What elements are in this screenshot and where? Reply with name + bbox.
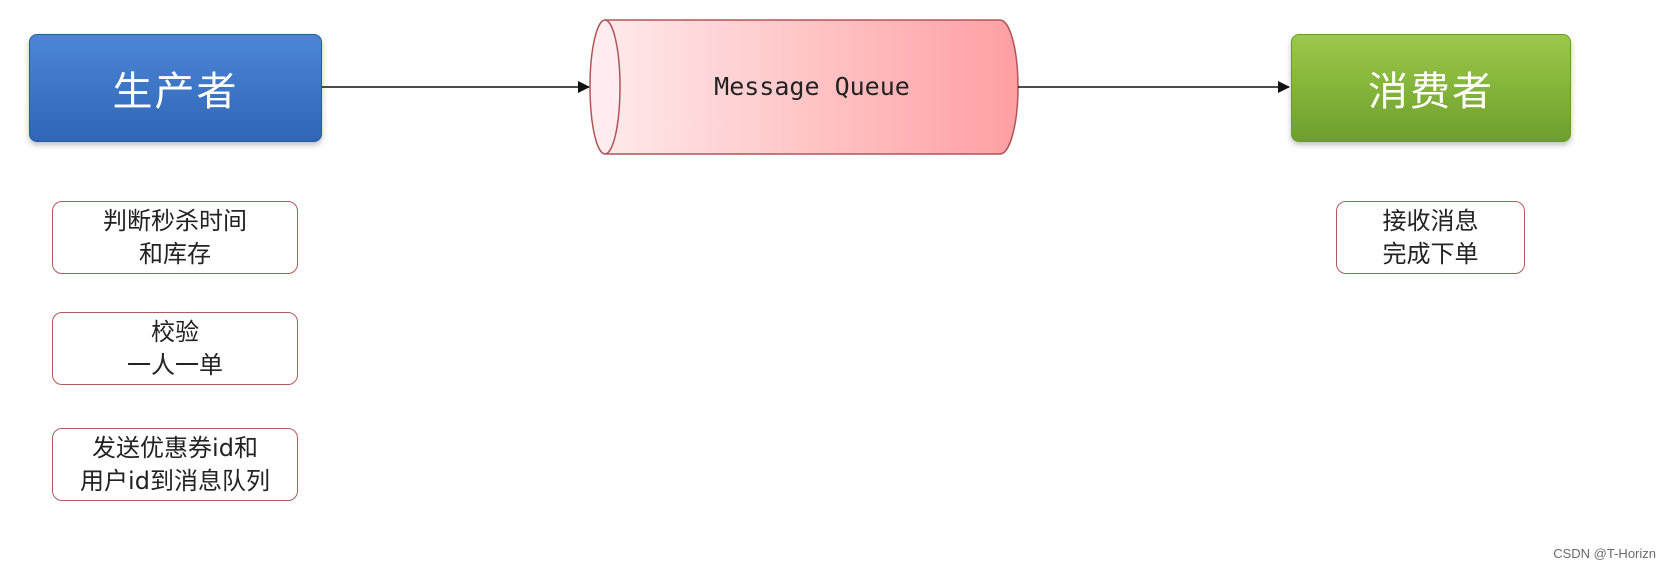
producer-step-send-to-queue: 发送优惠券id和 用户id到消息队列 (52, 428, 298, 501)
consumer-step-receive-order: 接收消息 完成下单 (1336, 201, 1525, 274)
consumer-node: 消费者 (1291, 34, 1571, 142)
watermark: CSDN @T-Horizn (1553, 546, 1656, 561)
message-queue-cylinder-cap (589, 19, 621, 155)
producer-node: 生产者 (29, 34, 322, 142)
producer-step-check-time-stock: 判断秒杀时间 和库存 (52, 201, 298, 274)
producer-step-one-per-user: 校验 一人一单 (52, 312, 298, 385)
message-queue-label: Message Queue (714, 72, 910, 101)
message-queue-cylinder (604, 19, 1019, 155)
